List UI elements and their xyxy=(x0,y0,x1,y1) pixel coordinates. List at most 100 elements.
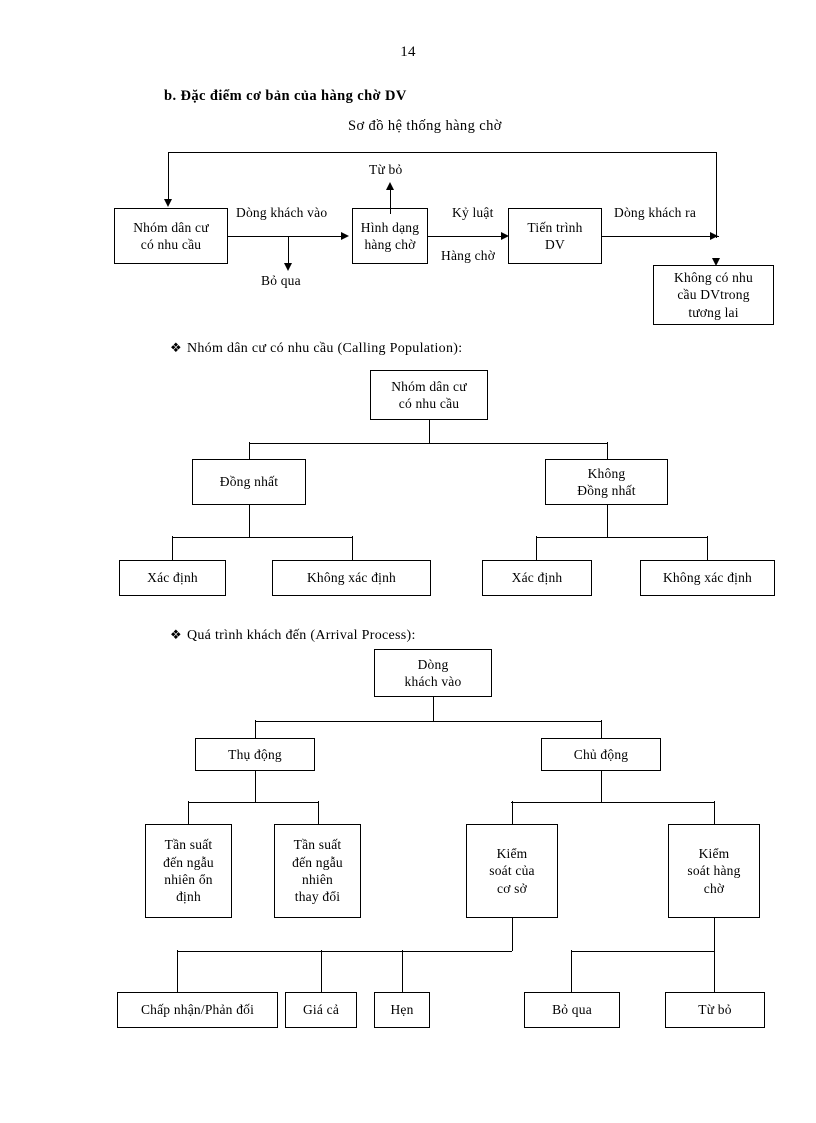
diagram3-node-tan-suat-on-dinh: Tần suất đến ngẫu nhiên ổn định xyxy=(145,824,232,918)
diagram3-level3-bus-right xyxy=(571,950,714,952)
diagram3-leaf-chap-nhan-phan-doi: Chấp nhận/Phản đối xyxy=(117,992,278,1028)
diagram3-level1-label: Thụ động xyxy=(228,746,282,762)
diagram3-level3-label: Bỏ qua xyxy=(552,1002,592,1018)
diagram2-level2-label: Không xác định xyxy=(662,570,753,586)
diagram1-edge-n3-out-arrow xyxy=(710,231,718,240)
diagram3-kiemsoat-coso-stem xyxy=(511,918,513,951)
diagram1-edge-n2-n3-arrow xyxy=(501,231,509,240)
diagram2-root-node: Nhóm dân cư có nhu cầu xyxy=(370,370,488,420)
diagram2-right-bus xyxy=(536,536,707,538)
diagram2-left-drop-1 xyxy=(171,536,173,560)
diagram2-node-dong-nhat: Đồng nhất xyxy=(192,459,306,505)
diagram3-left-bus xyxy=(188,801,318,803)
diagram2-left-stem xyxy=(248,505,250,537)
diagram3-heading-text: Quá trình khách đến (Arrival Process): xyxy=(186,628,416,643)
diagram3-level3-drop-bo-qua xyxy=(570,950,572,992)
diagram3-root-node: Dòng khách vào xyxy=(374,649,492,697)
diagram3-leaf-tu-bo: Từ bỏ xyxy=(665,992,765,1028)
diagram3-right-bus xyxy=(511,801,714,803)
diagram2-level1-drop-right xyxy=(606,442,608,460)
diagram3-node-tan-suat-thay-doi: Tần suất đến ngẫu nhiên thay đổi xyxy=(274,824,361,918)
diagram2-level2-label: Xác định xyxy=(147,570,198,586)
diagram3-level2-label: Tần suất đến ngẫu nhiên ổn định xyxy=(163,837,214,905)
diagram3-right-drop-1 xyxy=(511,801,513,825)
diagram3-leaf-gia-ca: Giá cả xyxy=(285,992,357,1028)
diagram2-heading-text: Nhóm dân cư có nhu cầu (Calling Populati… xyxy=(186,341,463,356)
diagram2-level1-label: Đồng nhất xyxy=(219,474,279,490)
diagram1-node-hinh-dang-hang-cho: Hình dạng hàng chờ xyxy=(352,208,428,264)
diagram3-level1-drop-right xyxy=(600,720,602,738)
diagram2-heading: ❖ Nhóm dân cư có nhu cầu (Calling Populat… xyxy=(170,340,462,357)
diagram1-feedback-arrow xyxy=(163,199,172,207)
diagram1-node-label: Hình dạng hàng chờ xyxy=(360,219,420,252)
diagram3-level3-bus-left xyxy=(177,950,512,952)
diagram2-level1-drop-left xyxy=(248,442,250,460)
diagram1-label-dong-khach-ra: Dòng khách ra xyxy=(614,205,697,220)
diagram3-right-stem xyxy=(600,771,602,802)
diagram2-leaf-khong-xac-dinh-2: Không xác định xyxy=(640,560,775,596)
bullet-icon: ❖ xyxy=(170,627,182,642)
diagram2-level1-label: Không Đồng nhất xyxy=(577,465,636,498)
diagram3-level2-label: Kiểm soát của cơ sở xyxy=(489,846,535,896)
bullet-icon: ❖ xyxy=(170,340,182,355)
diagram2-root-label: Nhóm dân cư có nhu cầu xyxy=(391,378,467,411)
diagram3-leaf-bo-qua: Bỏ qua xyxy=(524,992,620,1028)
diagram1-node-label: Nhóm dân cư có nhu cầu xyxy=(133,219,209,252)
diagram3-level3-drop-tu-bo xyxy=(713,950,715,992)
diagram2-right-stem xyxy=(606,505,608,537)
diagram2-right-drop-1 xyxy=(535,536,537,560)
diagram3-level3-drop-chap-nhan xyxy=(176,950,178,992)
diagram3-left-stem xyxy=(254,771,256,802)
diagram3-level3-label: Từ bỏ xyxy=(698,1002,732,1018)
diagram3-left-drop-1 xyxy=(187,801,189,825)
diagram2-level1-bus xyxy=(249,442,608,444)
diagram1-edge-tu-bo-arrow xyxy=(385,182,394,190)
diagram2-leaf-xac-dinh-2: Xác định xyxy=(482,560,592,596)
diagram1-feedback-left xyxy=(167,152,169,200)
diagram2-left-drop-2 xyxy=(351,536,353,560)
diagram1-feedback-right xyxy=(715,152,717,238)
diagram1-edge-n2-n3 xyxy=(428,235,503,237)
diagram3-level3-drop-hen xyxy=(401,950,403,992)
diagram3-leaf-hen: Hẹn xyxy=(374,992,430,1028)
diagram1-label-hang-cho: Hàng chờ xyxy=(441,248,496,263)
diagram2-level2-label: Không xác định xyxy=(306,570,397,586)
diagram1-edge-n1-n2-arrow xyxy=(341,231,349,240)
diagram3-node-chu-dong: Chủ động xyxy=(541,738,661,771)
diagram1-caption: Sơ đồ hệ thống hàng chờ xyxy=(348,118,502,134)
diagram1-edge-tu-bo xyxy=(389,188,391,214)
diagram1-edge-bo-qua xyxy=(288,236,290,266)
diagram3-node-kiem-soat-hang-cho: Kiểm soát hàng chờ xyxy=(668,824,760,918)
diagram1-label-tu-bo: Từ bỏ xyxy=(369,162,403,177)
diagram1-label-ky-luat: Kỷ luật xyxy=(452,205,494,220)
diagram3-root-stem xyxy=(432,697,434,721)
diagram1-label-bo-qua: Bỏ qua xyxy=(261,273,301,288)
diagram1-node-khong-co-nhu-cau: Không có nhu cầu DVtrong tương lai xyxy=(653,265,774,325)
diagram1-edge-n1-n2 xyxy=(228,235,342,237)
diagram2-leaf-khong-xac-dinh-1: Không xác định xyxy=(272,560,431,596)
diagram3-level1-drop-left xyxy=(254,720,256,738)
diagram1-node-tien-trinh-dv: Tiến trình DV xyxy=(508,208,602,264)
diagram2-node-khong-dong-nhat: Không Đồng nhất xyxy=(545,459,668,505)
diagram2-right-drop-2 xyxy=(706,536,708,560)
diagram3-right-drop-2 xyxy=(713,801,715,825)
page-number: 14 xyxy=(400,44,416,60)
diagram3-level3-label: Hẹn xyxy=(390,1002,414,1018)
diagram2-leaf-xac-dinh-1: Xác định xyxy=(119,560,226,596)
diagram3-root-label: Dòng khách vào xyxy=(404,656,462,689)
diagram2-left-bus xyxy=(172,536,352,538)
diagram1-node-label: Không có nhu cầu DVtrong tương lai xyxy=(674,270,753,320)
diagram2-level2-label: Xác định xyxy=(511,570,563,586)
diagram3-level1-bus xyxy=(255,720,601,722)
diagram1-node-nhom-dan-cu: Nhóm dân cư có nhu cầu xyxy=(114,208,228,264)
diagram1-label-dong-khach-vao: Dòng khách vào xyxy=(236,205,328,220)
diagram3-kiemsoat-hangcho-stem xyxy=(713,918,715,951)
diagram3-level3-label: Giá cả xyxy=(302,1002,340,1018)
diagram1: Nhóm dân cư có nhu cầu Dòng khách vào Bỏ… xyxy=(0,0,816,340)
diagram3-level3-label: Chấp nhận/Phản đối xyxy=(140,1002,255,1018)
diagram1-edge-bo-qua-arrow xyxy=(284,263,292,271)
diagram3-node-kiem-soat-co-so: Kiểm soát của cơ sở xyxy=(466,824,558,918)
section-heading: b. Đặc điểm cơ bản của hàng chờ DV xyxy=(164,88,407,104)
